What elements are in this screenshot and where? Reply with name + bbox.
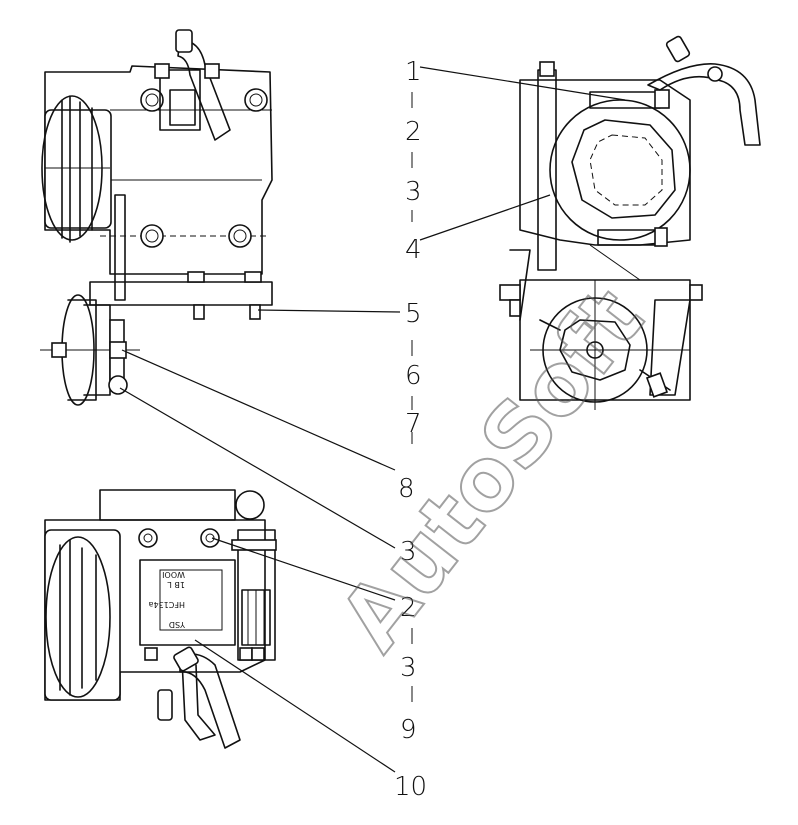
callout-7: 7: [405, 409, 422, 439]
leader-lines: [119, 66, 626, 773]
callout-8: 8: [398, 474, 415, 504]
callout-4: 4: [405, 235, 422, 265]
callout-3: 3: [405, 177, 422, 207]
nameplate-line-3: WOOI: [162, 570, 185, 579]
front-view: [40, 29, 273, 406]
callout-10: 10: [394, 772, 427, 802]
callout-numbers: 1 2 3 4 5 6 7 8 3 2 3 9 10: [394, 57, 427, 802]
nameplate-line-4: YSD: [169, 620, 186, 629]
callout-5: 5: [405, 299, 422, 329]
callout-2b: 2: [400, 593, 417, 623]
callout-6: 6: [405, 361, 422, 391]
nameplate-line-2: 1B L: [167, 580, 185, 589]
plan-view: HFC134a 1B L WOOI YSD: [44, 489, 277, 749]
nameplate-line-1: HFC134a: [149, 600, 185, 609]
side-view: [499, 35, 761, 410]
callout-3b: 3: [400, 537, 417, 567]
callout-9: 9: [400, 715, 417, 745]
callout-2: 2: [405, 117, 422, 147]
callout-1: 1: [405, 57, 422, 87]
watermark: AutoSoft: [321, 270, 663, 668]
callout-3c: 3: [400, 653, 417, 683]
